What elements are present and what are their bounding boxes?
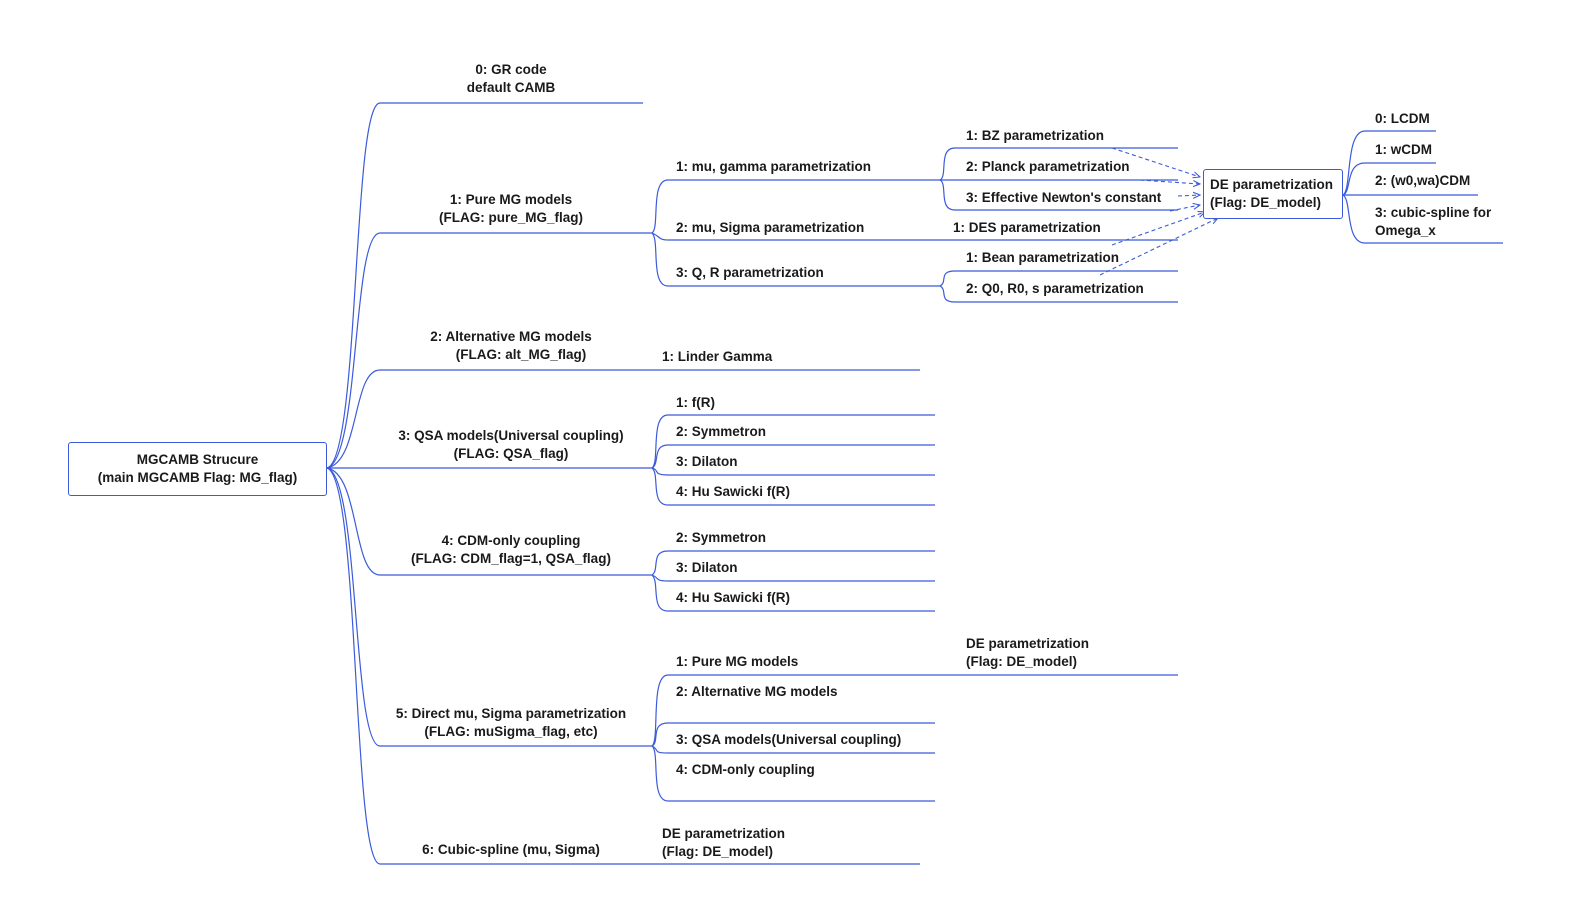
root-subtitle: (main MGCAMB Flag: MG_flag) [97,470,298,485]
edge-b5-qsa [651,745,935,754]
node-bz: 1: BZ parametrization [966,128,1105,143]
edge-root-b0 [326,102,643,469]
branch-5-title: 5: Direct mu, Sigma parametrization [395,706,627,721]
edge-qr-bean [939,270,1178,287]
branch-2-label: 2: Alternative MG models (FLAG: alt_MG_f… [391,328,631,364]
branch-5-label: 5: Direct mu, Sigma parametrization (FLA… [381,705,641,741]
arrow-planck-de [1139,179,1200,184]
edge-qr-q0r0 [939,285,1178,303]
edge-b5-pure [651,674,1178,747]
edge-b1-mugamma [651,179,940,234]
edge-root-b1 [326,232,652,469]
node-newton: 3: Effective Newton's constant [966,190,1162,205]
edge-de-wcdm [1342,162,1436,196]
node-ms-de-subtitle: (Flag: DE_model) [966,654,1078,669]
node-mu-sigma: 2: mu, Sigma parametrization [676,220,865,235]
node-lcdm: 0: LCDM [1375,111,1430,126]
node-cubic-spline-l2: Omega_x [1375,223,1436,238]
node-spline-de-subtitle: (Flag: DE_model) [662,844,774,859]
edge-de-lcdm [1342,130,1436,196]
branch-6-label: 6: Cubic-spline (mu, Sigma) [422,842,600,857]
branch-1-subtitle: (FLAG: pure_MG_flag) [439,210,583,225]
branch-3-title: 3: QSA models(Universal coupling) [398,428,624,443]
edge-b3-sym [651,444,935,469]
node-cdm-dilaton: 3: Dilaton [676,560,738,575]
node-ms-de: DE parametrization (Flag: DE_model) [966,635,1089,671]
node-q-r: 3: Q, R parametrization [676,265,824,280]
node-ms-de-title: DE parametrization [966,636,1090,651]
branch-3-subtitle: (FLAG: QSA_flag) [453,446,569,461]
branch-2-title: 2: Alternative MG models [430,329,592,344]
node-cdm-symmetron: 2: Symmetron [676,530,767,545]
arrow-bean-de [1099,218,1218,276]
branch-0-subtitle: default CAMB [466,80,556,95]
node-bean: 1: Bean parametrization [966,250,1120,265]
edge-root-b4 [326,467,652,576]
edge-b4-sym [651,550,935,576]
arrow-bz-de [1111,147,1200,177]
de-box: DE parametrization (Flag: DE_model) [1203,169,1343,219]
branch-2-subtitle: (FLAG: alt_MG_flag) [455,347,587,362]
arrow-newton-de-1 [1177,195,1200,196]
root-node: MGCAMB Strucure (main MGCAMB Flag: MG_fl… [68,442,327,496]
branch-5-subtitle: (FLAG: muSigma_flag, etc) [424,724,598,739]
edge-b3-hu [651,467,935,506]
node-qsa-fr: 1: f(R) [676,395,715,410]
node-mu-gamma: 1: mu, gamma parametrization [676,159,872,174]
arrow-newton-de-2 [1169,205,1200,212]
edge-b1-qr [651,232,940,287]
edge-b3-fr [651,414,935,469]
node-cubic-spline-l1: 3: cubic-spline for [1375,205,1492,220]
node-cubic-spline: 3: cubic-spline for Omega_x [1375,204,1491,240]
de-box-title: DE parametrization [1210,177,1334,192]
branch-0-label: 0: GR code default CAMB [411,61,611,97]
node-planck: 2: Planck parametrization [966,159,1130,174]
edge-root-b2 [326,369,660,469]
node-qsa-dilaton: 3: Dilaton [676,454,738,469]
branch-4-label: 4: CDM-only coupling (FLAG: CDM_flag=1, … [381,532,641,568]
edge-b5-alt [651,722,935,747]
branch-0-title: 0: GR code [475,62,547,77]
branch-1-title: 1: Pure MG models [449,192,573,207]
de-box-subtitle: (Flag: DE_model) [1210,195,1322,210]
node-ms-alt: 2: Alternative MG models [676,684,838,699]
node-cdm-hu-sawicki: 4: Hu Sawicki f(R) [676,590,791,605]
arrow-des-de [1111,212,1205,246]
node-qsa-hu-sawicki: 4: Hu Sawicki f(R) [676,484,791,499]
node-spline-de: DE parametrization (Flag: DE_model) [662,825,785,861]
edge-b4-hu [651,574,935,612]
branch-3-label: 3: QSA models(Universal coupling) (FLAG:… [381,427,641,463]
node-linder-gamma: 1: Linder Gamma [662,349,773,364]
node-w0wa: 2: (w0,wa)CDM [1375,173,1471,188]
node-q0r0s: 2: Q0, R0, s parametrization [966,281,1144,296]
edge-mugamma-bz [939,147,1178,181]
branch-4-subtitle: (FLAG: CDM_flag=1, QSA_flag) [411,551,611,566]
edge-b4-dil [651,574,935,582]
edge-b3-dil [651,467,935,476]
node-spline-de-title: DE parametrization [662,826,786,841]
root-title: MGCAMB Strucure [136,452,259,467]
node-qsa-symmetron: 2: Symmetron [676,424,767,439]
node-wcdm: 1: wCDM [1375,142,1432,157]
edge-root-b6 [326,467,660,865]
edge-b5-cdm [651,745,935,802]
edge-root-b5 [326,467,652,747]
edge-mugamma-newton [939,179,1178,211]
node-ms-pure: 1: Pure MG models [676,654,799,669]
edge-b1-musigma [651,232,1178,241]
node-des: 1: DES parametrization [953,220,1101,235]
node-ms-cdm: 4: CDM-only coupling [676,762,815,777]
branch-1-label: 1: Pure MG models (FLAG: pure_MG_flag) [391,191,631,227]
node-ms-qsa: 3: QSA models(Universal coupling) [676,732,902,747]
edge-de-spline [1342,194,1503,244]
branch-4-title: 4: CDM-only coupling [441,533,581,548]
